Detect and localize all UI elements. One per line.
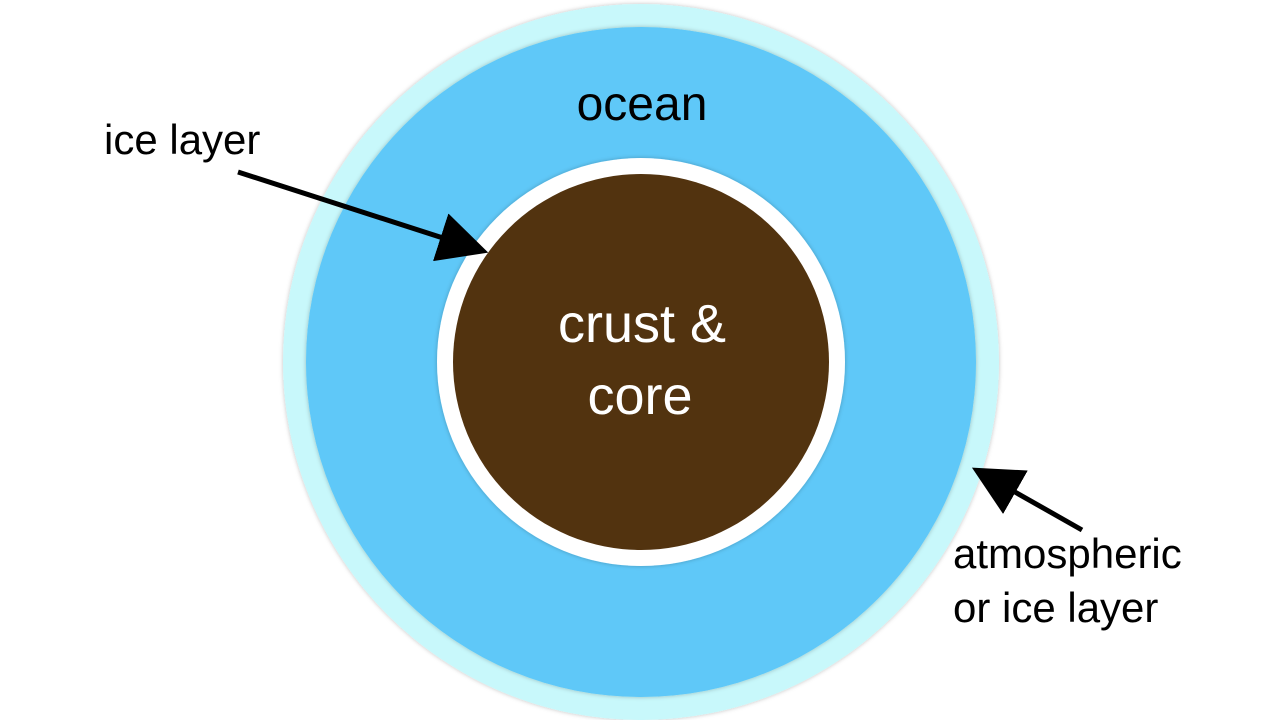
outer-layer-label-line2: or ice layer [953, 584, 1158, 631]
ocean-label: ocean [577, 78, 708, 131]
outer-layer-arrow [971, 467, 1084, 533]
ice-layer-label: ice layer [104, 116, 260, 163]
ice-layer-arrow [237, 169, 489, 262]
core-label-line2: core [587, 366, 692, 426]
crust-core [453, 174, 829, 550]
core-label-line1: crust & [558, 294, 726, 354]
outer-layer-label-line1: atmospheric [953, 530, 1182, 577]
